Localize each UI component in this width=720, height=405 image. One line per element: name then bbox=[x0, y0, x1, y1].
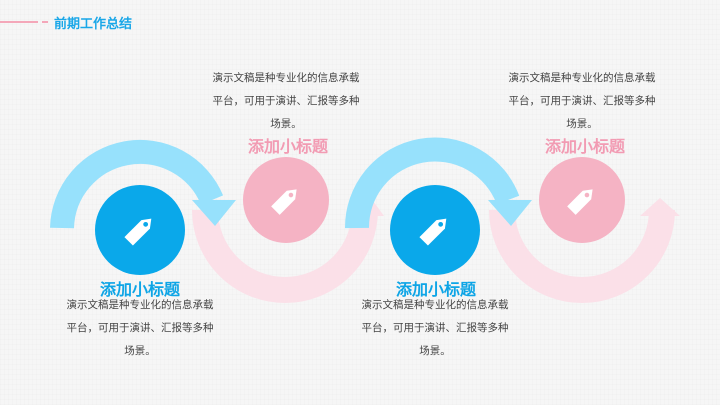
step-3-title: 添加小标题 bbox=[395, 280, 476, 299]
desc-line: 场景。 bbox=[566, 118, 598, 130]
desc-line: 平台，可用于演讲、汇报等多种 bbox=[508, 95, 656, 107]
desc-line: 演示文稿是种专业化的信息承载 bbox=[361, 299, 509, 311]
desc-line: 平台，可用于演讲、汇报等多种 bbox=[361, 322, 509, 334]
desc-line: 平台，可用于演讲、汇报等多种 bbox=[66, 322, 214, 334]
pink-arrow-2 bbox=[489, 198, 680, 303]
step-1-description: 演示文稿是种专业化的信息承载 平台，可用于演讲、汇报等多种 场景。 bbox=[50, 294, 230, 363]
step-1-title: 添加小标题 bbox=[99, 280, 180, 299]
step-2-description: 演示文稿是种专业化的信息承载 平台，可用于演讲、汇报等多种 场景。 bbox=[196, 67, 376, 136]
tag-icon bbox=[271, 189, 297, 215]
desc-line: 场景。 bbox=[419, 345, 451, 357]
tag-icon bbox=[124, 218, 152, 246]
header-dash bbox=[42, 21, 48, 23]
tag-icon bbox=[567, 189, 593, 215]
desc-line: 平台，可用于演讲、汇报等多种 bbox=[212, 95, 360, 107]
step-4-description: 演示文稿是种专业化的信息承载 平台，可用于演讲、汇报等多种 场景。 bbox=[492, 67, 672, 136]
desc-line: 场景。 bbox=[124, 345, 156, 357]
desc-line: 场景。 bbox=[270, 118, 302, 130]
header-line bbox=[0, 21, 38, 23]
step-2-title: 添加小标题 bbox=[247, 137, 328, 156]
step-4-title: 添加小标题 bbox=[544, 137, 625, 156]
page-title: 前期工作总结 bbox=[54, 16, 133, 32]
desc-line: 演示文稿是种专业化的信息承载 bbox=[66, 299, 214, 311]
desc-line: 演示文稿是种专业化的信息承载 bbox=[212, 72, 360, 84]
blue-arrow-1 bbox=[50, 140, 236, 229]
desc-line: 演示文稿是种专业化的信息承载 bbox=[508, 72, 656, 84]
section-header: 前期工作总结 bbox=[0, 12, 132, 32]
tag-icon bbox=[419, 218, 447, 246]
step-3-description: 演示文稿是种专业化的信息承载 平台，可用于演讲、汇报等多种 场景。 bbox=[345, 294, 525, 363]
blue-arrow-2 bbox=[344, 137, 532, 229]
